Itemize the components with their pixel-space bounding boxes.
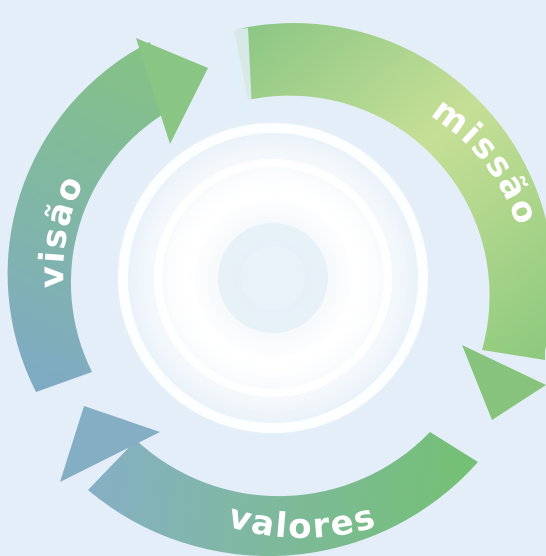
- arrow-head-visao: [136, 38, 208, 144]
- arrow-notch-missao: [225, 28, 252, 112]
- center-ripple: [105, 110, 441, 446]
- arc-valores: [88, 432, 478, 556]
- segment-missao: [225, 23, 546, 420]
- arc-visao: [7, 42, 170, 392]
- arrow-head-valores: [60, 406, 160, 482]
- arrow-head-missao: [462, 345, 546, 420]
- segment-valores: [60, 406, 478, 556]
- arc-missao: [234, 23, 546, 360]
- segment-visao: [7, 38, 208, 392]
